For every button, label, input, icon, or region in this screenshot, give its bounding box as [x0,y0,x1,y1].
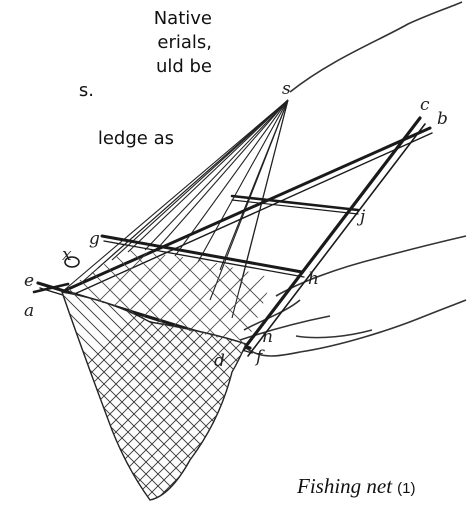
caption-number: (1) [397,480,416,497]
label-c: c [420,95,430,115]
label-j: j [356,207,366,227]
label-d: d [214,351,225,371]
label-f: f [254,347,265,367]
label-a: a [24,301,34,321]
point-labels: s c b j g x e a h n f d [24,79,448,371]
label-e: e [24,271,34,291]
caption-title: Fishing net [297,474,393,498]
figure-caption: Fishing net (1) [297,474,416,499]
label-n: n [262,327,273,347]
label-h: h [308,269,319,289]
arm-sketch [239,1,467,357]
label-x: x [62,245,72,265]
label-g: g [89,229,100,249]
label-s: s [282,79,291,99]
label-b: b [437,109,448,129]
